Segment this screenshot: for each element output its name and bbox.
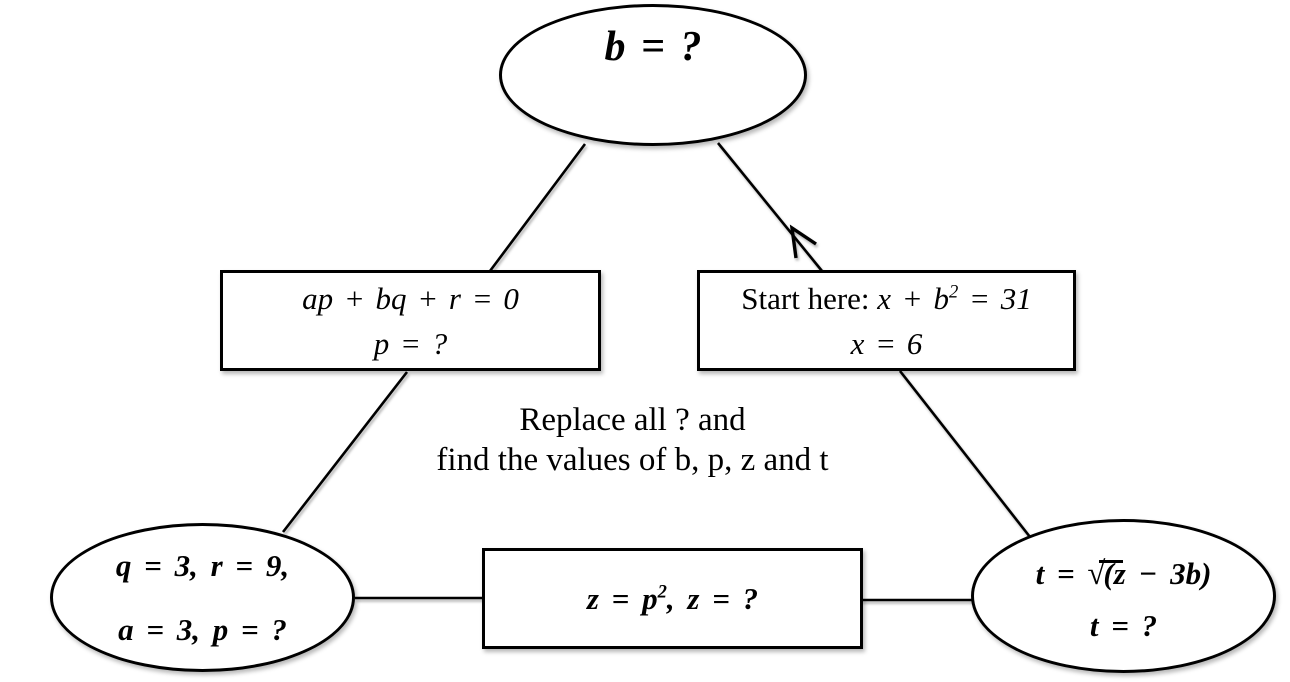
- radicand: (z: [1099, 555, 1126, 591]
- instruction-text: Replace all ? and find the values of b, …: [360, 400, 905, 480]
- givens-line1: q = 3, r = 9,: [115, 547, 290, 583]
- start-here-line: Start here: x + b2 = 31: [741, 276, 1031, 321]
- node-z-rect: z = p2, z = ?: [482, 548, 863, 649]
- node-b-ellipse: b = ?: [499, 4, 807, 146]
- z-equation-line: z = p2, z = ?: [587, 581, 758, 617]
- node-equation-rect: ap + bq + r = 0 p = ?: [220, 270, 601, 371]
- edge-leftrect-to-blellipse: [281, 371, 409, 533]
- equation-line: ap + bq + r = 0: [302, 280, 519, 316]
- radical-vinculum: [1099, 559, 1124, 563]
- edge-rightrect-to-top: [716, 142, 824, 272]
- edge-top-to-leftrect: [488, 143, 587, 272]
- instruction-line2: find the values of b, p, z and t: [436, 442, 829, 478]
- x-b2-expression: x + b: [877, 280, 949, 316]
- exponent-2: 2: [948, 281, 959, 303]
- t-question-line: t = ?: [1089, 607, 1158, 643]
- z-expression: z = p: [586, 580, 658, 616]
- start-here-prefix: Start here:: [741, 280, 878, 316]
- z-question: , z = ?: [666, 580, 759, 616]
- node-t-ellipse: t = √(z − 3b) t = ?: [971, 519, 1276, 673]
- exponent-2: 2: [657, 581, 667, 603]
- t-equals: t =: [1035, 555, 1088, 591]
- equals-31: = 31: [958, 280, 1032, 316]
- instruction-line1: Replace all ? and: [519, 402, 746, 438]
- arrowhead-icon: [789, 224, 817, 259]
- t-equation-line: t = √(z − 3b): [1036, 548, 1212, 600]
- p-question-line: p = ?: [373, 325, 448, 361]
- node-start-here-rect: Start here: x + b2 = 31 x = 6: [697, 270, 1076, 371]
- radicand-text: (z: [1103, 555, 1126, 591]
- radical-sign-icon: √: [1087, 555, 1105, 592]
- x-value-line: x = 6: [850, 325, 923, 361]
- radical-tail: − 3b): [1125, 555, 1212, 591]
- node-givens-ellipse: q = 3, r = 9, a = 3, p = ?: [50, 523, 355, 672]
- node-b-label: b = ?: [604, 24, 702, 70]
- givens-line2: a = 3, p = ?: [118, 611, 287, 647]
- edge-rightrect-to-brellipse: [898, 370, 1032, 538]
